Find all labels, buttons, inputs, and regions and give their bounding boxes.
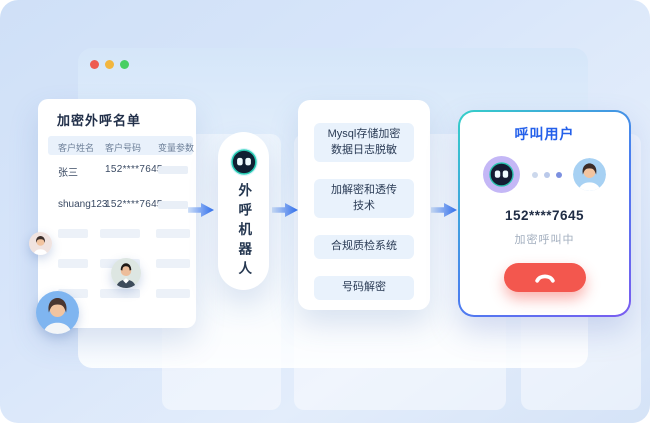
arrow-right-icon bbox=[272, 203, 298, 217]
process-step: Mysql存储加密 数据日志脱敏 bbox=[314, 123, 414, 163]
dot bbox=[543, 171, 550, 178]
process-step: 加解密和透传 技术 bbox=[314, 179, 414, 219]
process-step: 号码解密 bbox=[314, 276, 414, 300]
table-row: 张三 152****7645 bbox=[48, 163, 193, 179]
placeholder-bar bbox=[156, 289, 190, 298]
placeholder-bar bbox=[156, 259, 190, 268]
column-header-number: 客户号码 bbox=[105, 143, 142, 153]
panel-title: 加密外呼名单 bbox=[57, 113, 142, 128]
called-user-avatar bbox=[573, 158, 606, 191]
customer-name: 张三 bbox=[58, 168, 78, 179]
process-steps-panel: Mysql存储加密 数据日志脱敏 加解密和透传 技术 合规质检系统 号码解密 bbox=[298, 100, 430, 310]
connection-dots-icon bbox=[531, 171, 562, 178]
customer-avatar bbox=[36, 291, 79, 334]
customer-name: shuang123 bbox=[58, 199, 108, 210]
dot bbox=[531, 171, 538, 178]
arrow-right-icon bbox=[188, 203, 214, 217]
traffic-light-close-icon bbox=[90, 60, 99, 69]
placeholder-row bbox=[48, 289, 193, 298]
arrow-right-icon bbox=[431, 203, 457, 217]
dot bbox=[555, 171, 562, 178]
traffic-light-minimize-icon bbox=[105, 60, 114, 69]
placeholder-bar bbox=[100, 289, 140, 298]
column-header-name: 客户姓名 bbox=[58, 143, 95, 153]
placeholder-bar bbox=[58, 289, 88, 298]
customer-number: 152****7645 bbox=[105, 199, 163, 210]
params-placeholder-bar bbox=[158, 201, 188, 209]
traffic-light-zoom-icon bbox=[120, 60, 129, 69]
robot-caller-avatar bbox=[483, 156, 520, 193]
call-status-text: 加密呼叫中 bbox=[514, 234, 575, 246]
table-row: shuang123 152****7645 bbox=[48, 198, 193, 212]
placeholder-bar bbox=[58, 259, 88, 268]
placeholder-bar bbox=[58, 229, 88, 238]
placeholder-bar bbox=[156, 229, 190, 238]
call-user-card: 呼叫用户 bbox=[458, 110, 631, 317]
robot-label: 外呼机器人 bbox=[236, 183, 252, 281]
call-parties bbox=[460, 156, 629, 193]
phone-hangup-icon bbox=[534, 274, 555, 283]
placeholder-row bbox=[48, 229, 193, 238]
params-placeholder-bar bbox=[158, 166, 188, 174]
customer-number: 152****7645 bbox=[105, 164, 163, 175]
placeholder-bar bbox=[100, 229, 140, 238]
customer-avatar bbox=[29, 232, 52, 255]
outbound-robot-pill: 外呼机器人 bbox=[218, 132, 269, 290]
encrypted-call-list-panel: 加密外呼名单 客户姓名 客户号码 变量参数 张三 152****7645 shu… bbox=[38, 99, 196, 328]
robot-face-icon bbox=[229, 148, 258, 176]
customer-avatar bbox=[111, 258, 141, 288]
called-phone-number: 152****7645 bbox=[504, 208, 585, 223]
robot-face-icon bbox=[489, 162, 514, 187]
column-header-params: 变量参数 bbox=[158, 143, 195, 153]
hangup-call-button[interactable] bbox=[503, 263, 586, 292]
process-step: 合规质检系统 bbox=[314, 235, 414, 260]
call-card-title: 呼叫用户 bbox=[514, 126, 575, 142]
table-header: 客户姓名 客户号码 变量参数 bbox=[48, 136, 195, 155]
